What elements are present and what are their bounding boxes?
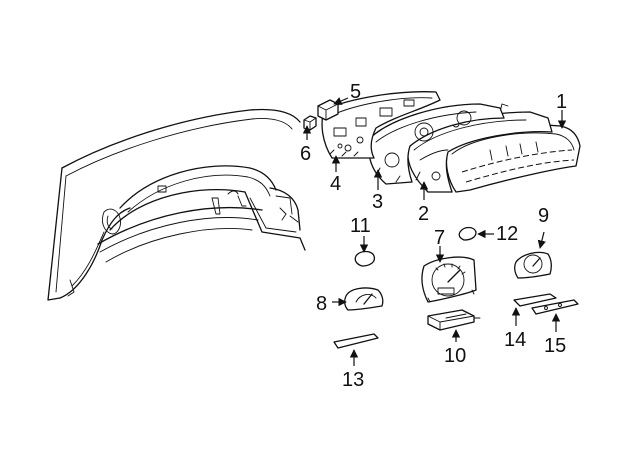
lens-strip-part <box>333 333 379 349</box>
dashboard-panel-illustration <box>47 108 306 301</box>
bulb-socket-part <box>303 115 317 131</box>
callout-12: 12 <box>496 223 518 245</box>
speedometer-part <box>421 256 477 303</box>
callout-10: 10 <box>444 345 466 367</box>
callout-14: 14 <box>504 329 526 351</box>
callout-2: 2 <box>418 203 429 225</box>
gauge-assembly-part <box>368 103 505 185</box>
callout-3: 3 <box>372 191 383 213</box>
callout-6: 6 <box>300 143 311 165</box>
callout-7: 7 <box>434 227 445 249</box>
temp-gauge-part <box>514 251 552 279</box>
callout-4: 4 <box>330 173 341 195</box>
indicator-bulb-part <box>458 226 477 241</box>
display-strip-part <box>531 299 579 315</box>
callout-15: 15 <box>544 335 566 357</box>
control-module-part <box>427 309 481 331</box>
connector-part <box>317 99 339 121</box>
cluster-lens-part <box>445 119 581 193</box>
callout-11: 11 <box>350 215 371 237</box>
callout-9: 9 <box>538 205 549 227</box>
callout-8: 8 <box>316 293 327 315</box>
callout-1: 1 <box>556 91 567 113</box>
bezel-strip-part <box>513 293 557 307</box>
callout-13: 13 <box>342 369 364 391</box>
bulb-part <box>354 250 376 267</box>
circuit-board-part <box>321 91 441 159</box>
fuel-gauge-part <box>344 287 384 311</box>
callout-5: 5 <box>350 81 361 103</box>
leader-lines <box>302 97 567 366</box>
callout-numbers: 1 2 3 4 5 6 7 8 9 10 11 12 13 14 15 <box>300 81 567 391</box>
